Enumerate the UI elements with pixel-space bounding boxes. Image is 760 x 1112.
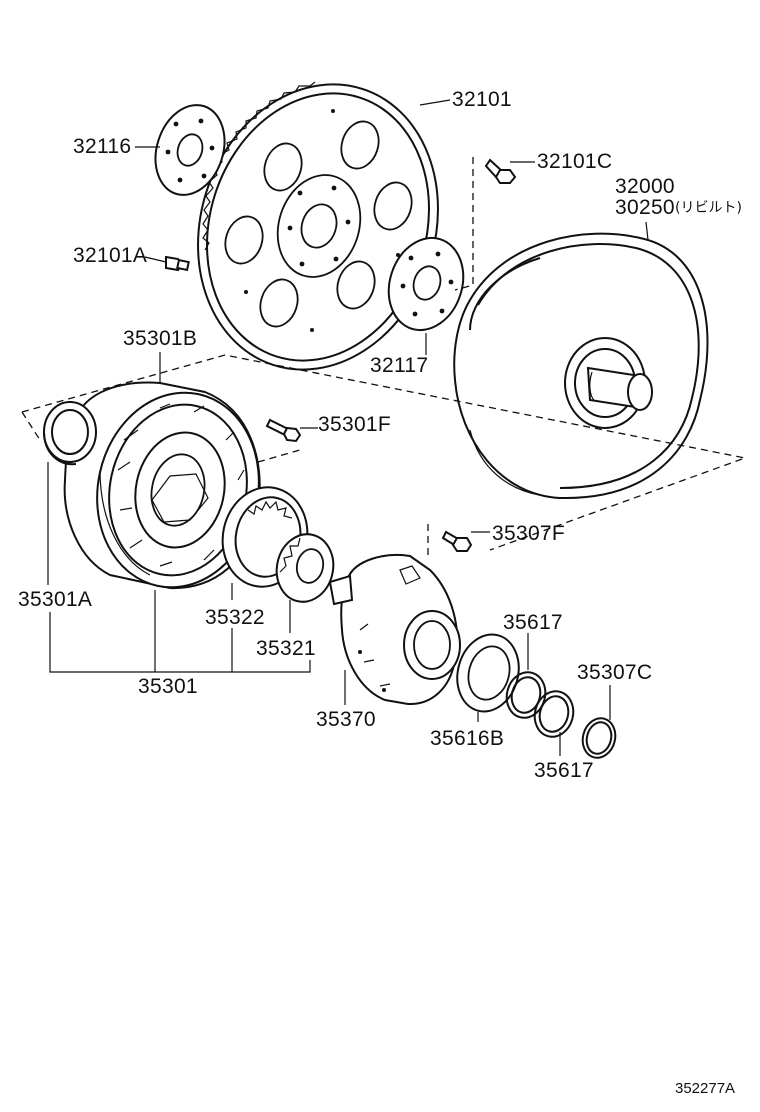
seal-ring-35617-a: [505, 671, 547, 719]
label-35301A: 35301A: [18, 588, 92, 611]
label-35616B: 35616B: [430, 727, 504, 750]
leader-lines: [47, 99, 649, 756]
label-35307C: 35307C: [577, 661, 652, 684]
label-32116: 32116: [73, 135, 131, 158]
label-35321: 35321: [256, 637, 316, 660]
label-32000: 32000: [615, 175, 675, 198]
label-35301F: 35301F: [318, 413, 391, 436]
label-35322: 35322: [205, 606, 265, 629]
label-30250-rebuilt-note: (リビルト): [675, 200, 742, 216]
seal-ring-35617-b: [533, 690, 575, 738]
drive-gear-35321: [275, 533, 335, 603]
label-35307F: 35307F: [492, 522, 565, 545]
diagram-code: 352277A: [675, 1080, 735, 1097]
part-labels: 32101 32116 32101C 32000 30250 (リビルト) 32…: [18, 88, 742, 1097]
label-35301B: 35301B: [123, 327, 197, 350]
label-35617-bottom: 35617: [534, 759, 594, 782]
bolt-32101A: [165, 255, 190, 272]
thrust-washer-35616B: [456, 633, 520, 713]
plate-32117: [387, 236, 465, 332]
label-35617-top: 35617: [503, 611, 563, 634]
bolt-35307F: [441, 530, 473, 552]
bolt-35301F: [265, 418, 302, 443]
label-35301: 35301: [138, 675, 198, 698]
o-ring-35307C: [581, 717, 617, 759]
label-35370: 35370: [316, 708, 376, 731]
assembly-dashed-lines: [21, 157, 748, 560]
label-32101A: 32101A: [73, 244, 147, 267]
torque-converter-32000: [453, 232, 709, 500]
pump-body-35301B: [63, 381, 261, 590]
label-30250: 30250: [615, 196, 675, 219]
bolt-32101C: [484, 158, 517, 184]
drive-plate-32101: [197, 81, 439, 371]
oil-seal-35301A: [43, 401, 97, 466]
stator-shaft-35370: [328, 554, 461, 706]
plate-32116: [154, 104, 226, 196]
label-32101C: 32101C: [537, 150, 612, 173]
label-32117: 32117: [370, 354, 428, 377]
label-32101: 32101: [452, 88, 512, 111]
